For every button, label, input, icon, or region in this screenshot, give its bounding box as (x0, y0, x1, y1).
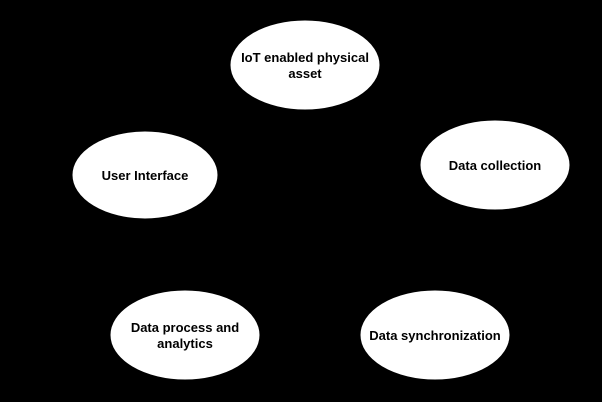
node-data-process-shape (109, 289, 261, 381)
node-data-collection: Data collection (419, 119, 571, 211)
node-user-interface-label: User Interface (102, 168, 189, 183)
node-data-process-label-line-2: analytics (157, 336, 213, 351)
node-iot-asset: IoT enabled physical asset (229, 19, 381, 111)
node-iot-asset-label-line-2: asset (288, 66, 322, 81)
node-data-sync: Data synchronization (359, 289, 511, 381)
node-data-sync-label: Data synchronization (369, 328, 501, 343)
node-user-interface-shape (71, 130, 219, 220)
node-data-process-label-line-1: Data process and (131, 320, 239, 335)
node-data-collection-shape (419, 119, 571, 211)
node-data-collection-label: Data collection (449, 158, 542, 173)
node-iot-asset-label-line-1: IoT enabled physical (241, 50, 369, 65)
node-data-process: Data process and analytics (109, 289, 261, 381)
node-data-sync-shape (359, 289, 511, 381)
node-iot-asset-shape (229, 19, 381, 111)
node-user-interface: User Interface (71, 130, 219, 220)
